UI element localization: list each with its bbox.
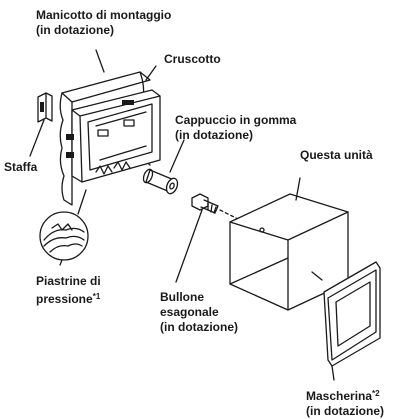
rubber-cap-label: Cappuccio in gomma (in dotazione) [175,113,296,143]
dashboard-label: Cruscotto [164,52,221,66]
pressure-plates-label: Piastrine di pressione*1 [36,274,101,307]
trim-frame-label: Mascherina*2 (in dotazione) [306,386,384,419]
hex-bolt-label-line1: Bullone [160,290,204,304]
mounting-sleeve-label: Manicotto di montaggio (in dotazione) [36,8,171,38]
main-unit-drawing [229,177,349,311]
hex-bolt-drawing [175,193,219,283]
pressure-plates-detail [39,189,89,261]
rubber-cap-label-line1: Cappuccio in gomma [175,113,297,127]
mounting-sleeve-drawing [66,89,161,183]
pressure-plates-label-line1: Piastrine di [36,274,101,288]
trim-frame-label-line2: (in dotazione) [306,404,384,418]
bracket-label: Staffa [4,160,38,174]
hex-bolt-label: Bullone esagonale (in dotazione) [160,290,238,335]
mounting-sleeve-label-line1: Manicotto di montaggio [36,8,172,22]
rubber-cap-drawing [142,139,185,195]
leader-line-dashboard [145,65,157,81]
trim-frame-drawing [311,261,381,381]
rubber-cap-label-line2: (in dotazione) [175,128,253,142]
pressure-plates-footnote: *1 [92,292,101,301]
leader-line-bracket [29,119,45,157]
pressure-plates-label-line2: pressione [36,292,93,306]
mounting-sleeve-label-line2: (in dotazione) [36,23,114,37]
trim-frame-label-line1: Mascherina [306,389,373,403]
this-unit-label: Questa unità [300,148,373,162]
leader-line-sleeve [95,49,105,73]
hex-bolt-label-line3: (in dotazione) [160,320,238,334]
hex-bolt-label-line2: esagonale [160,305,219,319]
trim-frame-footnote: *2 [372,389,380,398]
leader-line-pressure [59,259,63,266]
bracket-drawing [37,92,53,123]
